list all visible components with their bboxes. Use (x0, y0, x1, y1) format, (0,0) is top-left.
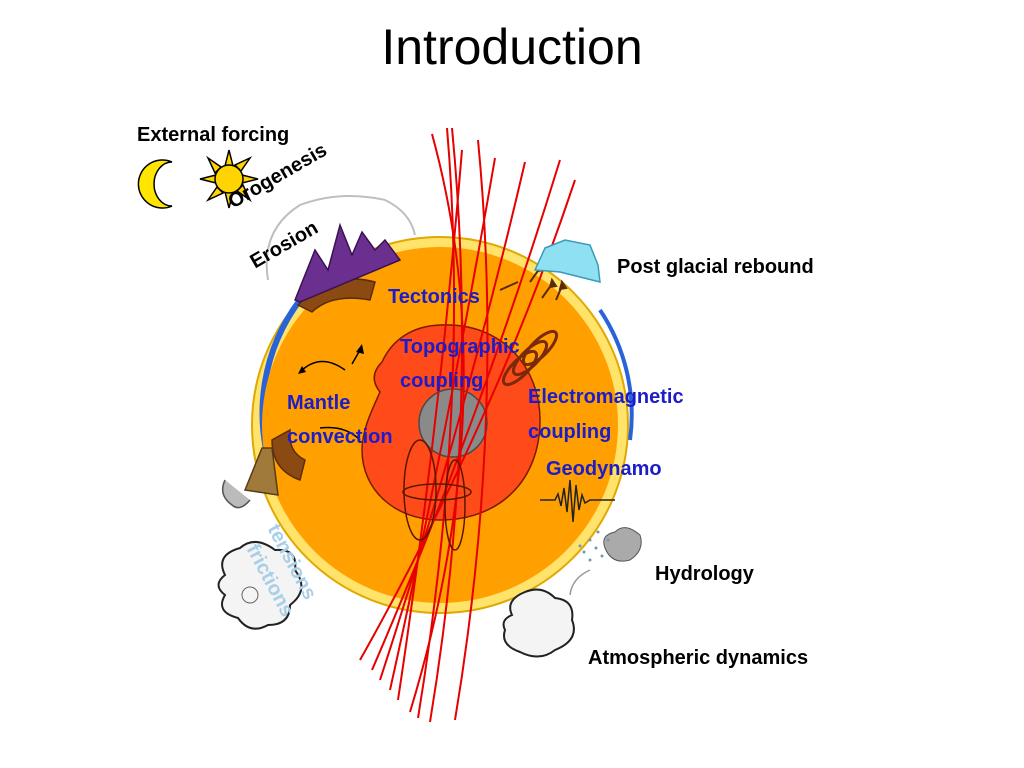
volcano-icon (221, 447, 279, 509)
coil-icon (501, 329, 559, 387)
sun-icon (199, 149, 259, 209)
mantle-convection-label: convection (287, 426, 393, 448)
topographic-label: Topographic (400, 336, 520, 358)
rain-icon (569, 527, 642, 596)
inner-core (418, 388, 488, 458)
tectonics-label: Tectonics (388, 286, 480, 308)
post-glacial-rebound-label: Post glacial rebound (617, 256, 814, 278)
cloud-icon (217, 541, 303, 630)
electromagnetic-coupling-label: coupling (528, 421, 612, 443)
mountains-icon (265, 195, 416, 303)
geodynamo-label: Geodynamo (546, 458, 662, 480)
mantle-label: Mantle (287, 392, 351, 414)
moon-icon (137, 159, 173, 209)
electromagnetic-label: Electromagnetic (528, 386, 684, 408)
external-forcing-label: External forcing (137, 124, 290, 146)
topographic-coupling-label: coupling (400, 370, 484, 392)
page-title: Introduction (381, 19, 643, 75)
atmospheric-dynamics-label: Atmospheric dynamics (588, 647, 809, 669)
glacier-icon (533, 239, 601, 283)
hydrology-label: Hydrology (655, 563, 754, 585)
seismogram-icon (540, 479, 615, 523)
magnetic-field-lines (359, 127, 576, 723)
